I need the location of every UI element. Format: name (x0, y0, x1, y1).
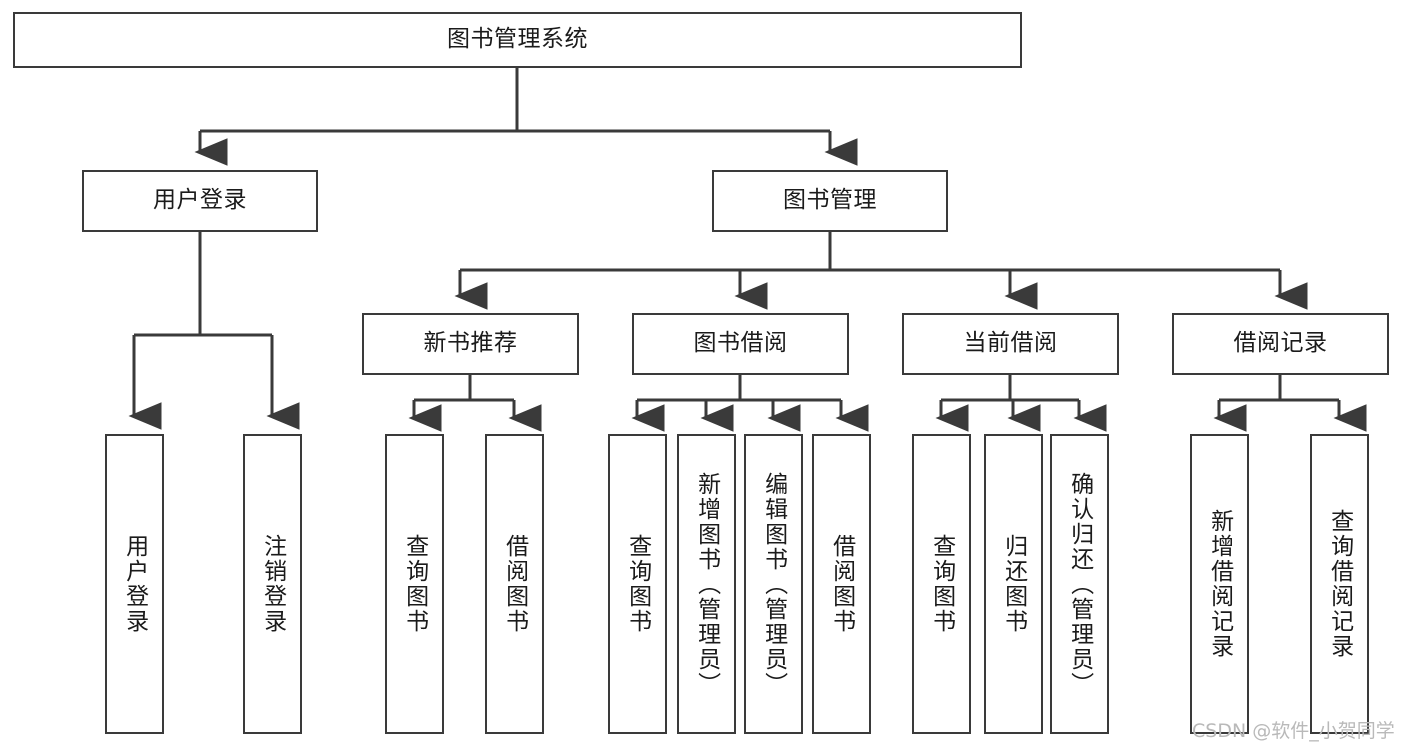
node-leaf-1[interactable]: 注销登录 (243, 434, 302, 734)
node-leaf-8[interactable]: 查询图书 (912, 434, 971, 734)
csdn-watermark: CSDN @软件_小贺同学 (1192, 720, 1395, 742)
node-leaf-7[interactable]: 借阅图书 (812, 434, 871, 734)
node-leaf-3[interactable]: 借阅图书 (485, 434, 544, 734)
node-root[interactable]: 图书管理系统 (13, 12, 1022, 68)
node-leaf-0[interactable]: 用户登录 (105, 434, 164, 734)
node-level2-1[interactable]: 图书借阅 (632, 313, 849, 375)
node-leaf-2[interactable]: 查询图书 (385, 434, 444, 734)
node-leaf-5[interactable]: 新增图书（管理员） (677, 434, 736, 734)
node-level1-1[interactable]: 图书管理 (712, 170, 948, 232)
node-leaf-12[interactable]: 查询借阅记录 (1310, 434, 1369, 734)
node-level2-3[interactable]: 借阅记录 (1172, 313, 1389, 375)
node-leaf-6[interactable]: 编辑图书（管理员） (744, 434, 803, 734)
node-leaf-9[interactable]: 归还图书 (984, 434, 1043, 734)
node-level1-0[interactable]: 用户登录 (82, 170, 318, 232)
node-level2-2[interactable]: 当前借阅 (902, 313, 1119, 375)
node-level2-0[interactable]: 新书推荐 (362, 313, 579, 375)
node-leaf-10[interactable]: 确认归还（管理员） (1050, 434, 1109, 734)
node-leaf-11[interactable]: 新增借阅记录 (1190, 434, 1249, 734)
node-leaf-4[interactable]: 查询图书 (608, 434, 667, 734)
